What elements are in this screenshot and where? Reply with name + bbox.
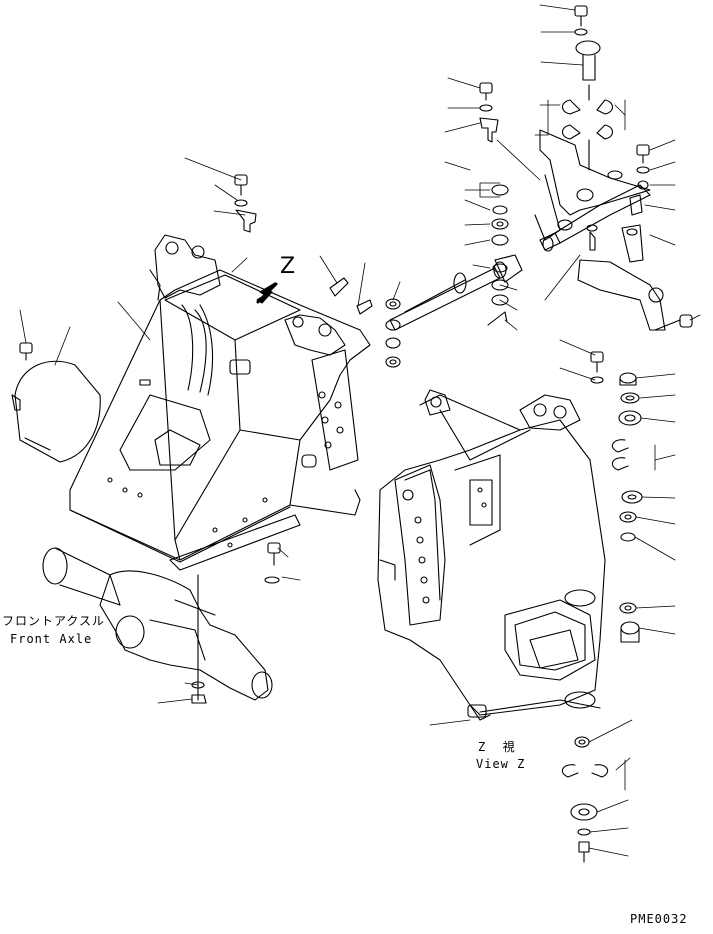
callout-brackets [479, 99, 656, 791]
grease-fittings [329, 277, 373, 315]
cover-bolt [19, 342, 33, 361]
front-axle [42, 547, 273, 701]
drawing-code: PME0032 [630, 912, 688, 926]
cover-plate [11, 360, 101, 463]
right-pins [479, 82, 650, 263]
front-frame [69, 234, 371, 571]
lower-pin-assembly [561, 351, 643, 863]
leader-lines [19, 4, 701, 857]
upper-pin-assembly [534, 5, 693, 331]
axle-mount-bolt [191, 542, 281, 704]
view-arrow-z [256, 282, 278, 304]
rod-end-bushings [487, 184, 509, 326]
upper-pin-parts [234, 174, 257, 233]
steering-cylinder [389, 184, 651, 331]
rear-frame [377, 389, 606, 721]
front-axle-label-jp: フロントアクスル [2, 614, 106, 628]
view-z-label-en: View Z [476, 757, 526, 771]
view-z-label-jp: Z 視 [478, 740, 516, 754]
arrow-label-z: Z [280, 254, 296, 279]
cylinder-bushings [385, 298, 401, 368]
front-axle-label-en: Front Axle [10, 632, 93, 646]
